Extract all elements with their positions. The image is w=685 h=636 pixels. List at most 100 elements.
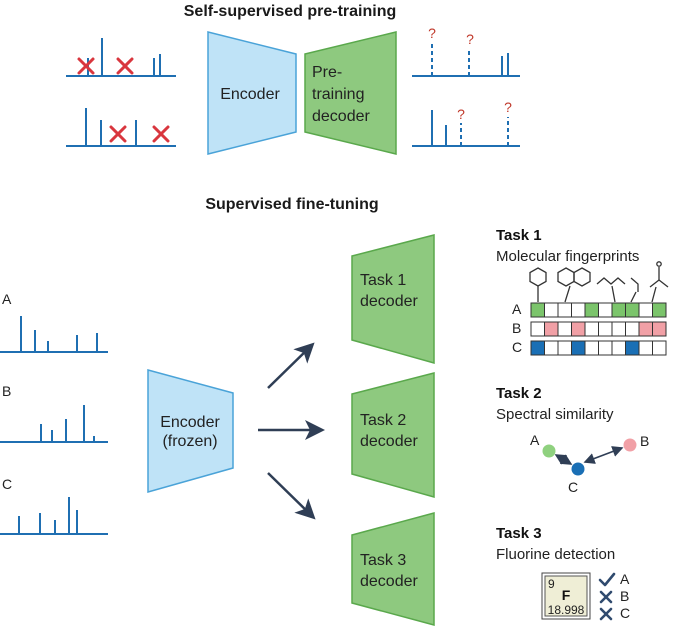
task1-title: Task 1 [496, 227, 542, 244]
similarity-node-label-b: B [640, 433, 649, 449]
reconstructed-spectrum-1 [412, 53, 520, 77]
fingerprint-row-label-a: A [512, 301, 522, 317]
fingerprint-bit [638, 340, 653, 356]
element-atomic-number: 9 [548, 577, 555, 591]
benzene-ring-icon [529, 267, 547, 287]
pretraining-decoder-label-line: training [312, 86, 364, 103]
cross-icon [599, 607, 613, 621]
predicted-peak-dashed [431, 42, 470, 76]
fingerprint-bit [584, 321, 599, 337]
task2-decoder-shape [351, 372, 435, 498]
pretraining-decoder-label-line: Pre- [312, 64, 342, 81]
fingerprint-bit [611, 321, 626, 337]
masked-input-spectrum-1 [66, 38, 176, 77]
spectrum-label-b: B [2, 383, 11, 399]
task3-decoder-label-line: Task 3 [360, 552, 406, 569]
question-mark-icon: ? [466, 31, 474, 47]
similarity-node-a [542, 444, 556, 458]
detection-results: A B C [598, 571, 630, 621]
pretraining-encoder-shape [207, 31, 297, 155]
task1-subtitle: Molecular fingerprints [496, 248, 639, 265]
predicted-peak-dashed [460, 117, 509, 146]
frozen-encoder-shape [147, 369, 234, 493]
similarity-node-b [623, 438, 637, 452]
fingerprint-bit [598, 321, 613, 337]
task3-decoder-shape [351, 512, 435, 626]
similarity-node-c [571, 462, 585, 476]
similarity-node-label-a: A [530, 432, 540, 448]
task2-decoder-label-line: decoder [360, 433, 418, 450]
detection-label-a: A [620, 571, 630, 587]
frozen-encoder-label-line: Encoder [160, 414, 220, 431]
detection-label-b: B [620, 588, 629, 604]
task2-decoder-label-line: Task 2 [360, 412, 406, 429]
input-spectrum-c [0, 497, 108, 535]
fingerprint-bit [530, 340, 545, 356]
finetuning-heading: Supervised fine-tuning [205, 196, 378, 213]
fingerprint-bit [611, 340, 626, 356]
check-icon [598, 572, 616, 587]
task1-decoder-label-line: Task 1 [360, 272, 406, 289]
pretraining-encoder-label: Encoder [220, 86, 280, 103]
fingerprint-bit [557, 340, 572, 356]
element-tile: 9 F 18.998 [541, 572, 591, 620]
pretraining-heading: Self-supervised pre-training [184, 3, 397, 20]
task3-subtitle: Fluorine detection [496, 546, 615, 563]
flow-arrows [258, 342, 325, 520]
fingerprint-bit [598, 340, 613, 356]
branch-icon [630, 277, 639, 292]
element-mass: 18.998 [548, 603, 585, 617]
fingerprint-bit [598, 302, 613, 318]
fingerprint-bit [625, 302, 640, 318]
input-spectrum-a [0, 316, 108, 353]
fingerprint-bit [584, 340, 599, 356]
question-mark-icon: ? [457, 106, 465, 122]
question-mark-icon: ? [428, 25, 436, 41]
hydroxyl-branch-icon [649, 261, 669, 288]
task3-decoder-label-line: decoder [360, 573, 418, 590]
fingerprint-bit [625, 321, 640, 337]
fingerprint-bit [625, 340, 640, 356]
fingerprint-bit [571, 321, 586, 337]
question-mark-icon: ? [504, 99, 512, 115]
alkyl-chain-icon [596, 277, 626, 285]
spectrum-label-a: A [2, 291, 12, 307]
fingerprint-bit [571, 340, 586, 356]
fingerprint-grid [530, 302, 667, 356]
fingerprint-bit [544, 321, 559, 337]
fingerprint-bit [530, 321, 545, 337]
fingerprint-bit [638, 321, 653, 337]
mask-cross-icon [77, 57, 134, 75]
pretraining-decoder-label-line: decoder [312, 108, 370, 125]
naphthalene-icon [557, 267, 591, 287]
similarity-node-label-c: C [568, 479, 578, 495]
detection-label-c: C [620, 605, 630, 621]
fingerprint-row-label-c: C [512, 339, 522, 355]
cross-icon [599, 590, 613, 604]
fingerprint-bit [652, 321, 667, 337]
mask-cross-icon [109, 125, 170, 143]
similarity-arrow-cb [583, 446, 624, 464]
fingerprint-bit [638, 302, 653, 318]
pretraining-decoder-shape [304, 31, 397, 155]
fingerprint-bit [611, 302, 626, 318]
task2-title: Task 2 [496, 385, 542, 402]
frozen-encoder-label-line: (frozen) [162, 433, 217, 450]
substructure-icons [529, 261, 669, 303]
fingerprint-bit [557, 302, 572, 318]
task1-decoder-label-line: decoder [360, 293, 418, 310]
fingerprint-bit [652, 340, 667, 356]
fingerprint-bit [571, 302, 586, 318]
task3-title: Task 3 [496, 525, 542, 542]
fingerprint-bit [530, 302, 545, 318]
spectrum-label-c: C [2, 476, 12, 492]
element-symbol: F [562, 587, 571, 603]
similarity-arrow-ac [554, 454, 573, 465]
task2-subtitle: Spectral similarity [496, 406, 614, 423]
fingerprint-bit [652, 302, 667, 318]
fingerprint-bit [544, 340, 559, 356]
fingerprint-bit [544, 302, 559, 318]
fingerprint-bit [584, 302, 599, 318]
fingerprint-bit [557, 321, 572, 337]
